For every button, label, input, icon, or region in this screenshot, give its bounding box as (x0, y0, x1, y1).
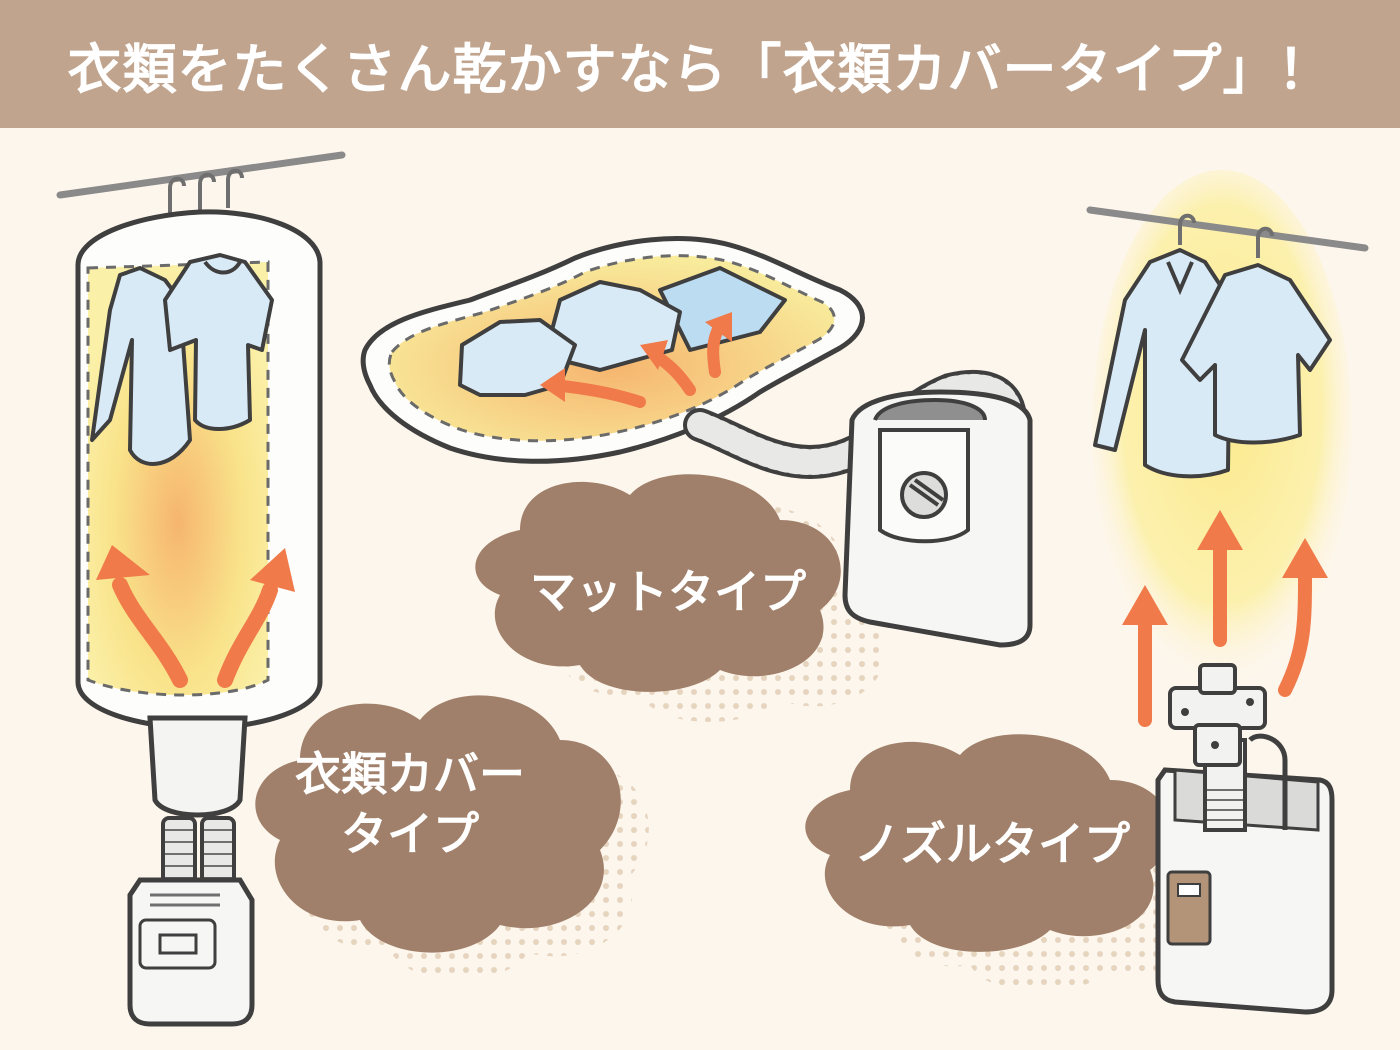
nozzle-type-cloud (805, 734, 1171, 952)
mat-airflow-arrows (540, 312, 732, 408)
nozzle-unit-display (1177, 883, 1201, 897)
mat-dryer-dial-mark-2 (913, 478, 945, 502)
nozzle-outlet (1211, 741, 1219, 749)
mat-dryer-dial-mark (908, 483, 940, 507)
cover-unit-display (158, 933, 198, 955)
cover-unit-vents (150, 893, 220, 907)
mat-dryer-top-opening (873, 397, 987, 421)
cover-type-cloud (255, 695, 621, 953)
cover-connector (147, 715, 248, 818)
nozzle-tshirt (1180, 263, 1332, 445)
nozzle-dryer-unit (1155, 767, 1335, 1015)
mat-type-label: マットタイプ (530, 565, 806, 619)
nozzle-handle (1248, 733, 1288, 830)
nozzle-airflow-arrows (1122, 510, 1328, 727)
nozzle-unit-panel (1166, 870, 1212, 946)
cover-seam (86, 260, 270, 697)
nozzle-head-top (1198, 663, 1237, 695)
nozzle-column-rings (1207, 789, 1243, 821)
hanger-hooks (168, 168, 244, 215)
hanging-rod (56, 151, 346, 199)
nozzle-outlet (1181, 708, 1189, 716)
nozzle-type-label: ノズルタイプ (854, 817, 1130, 871)
cover-airflow-arrows (96, 545, 295, 688)
nozzle-hanging-rod (1086, 206, 1369, 252)
cover-unit-panel (138, 918, 217, 970)
title-banner: 衣類をたくさん乾かすなら「衣類カバータイプ」！ (0, 0, 1400, 128)
cover-type-dryer: 衣類カバー タイプ (56, 151, 649, 1027)
nozzle-type-dryer: ノズルタイプ (805, 170, 1369, 1015)
cover-type-label-line1: 衣類カバー (295, 747, 525, 801)
nozzle-outlet (1246, 698, 1254, 706)
nozzle-hanger-hooks (1178, 213, 1274, 258)
nozzle-long-shirt-collar (1166, 261, 1194, 296)
cover-type-label-line2: タイプ (341, 807, 479, 861)
cover-shirts (90, 253, 274, 466)
mat-type-dryer: マットタイプ (360, 236, 1033, 722)
mat-type-cloud (475, 474, 841, 692)
page-title: 衣類をたくさん乾かすなら「衣類カバータイプ」！ (67, 37, 1333, 101)
